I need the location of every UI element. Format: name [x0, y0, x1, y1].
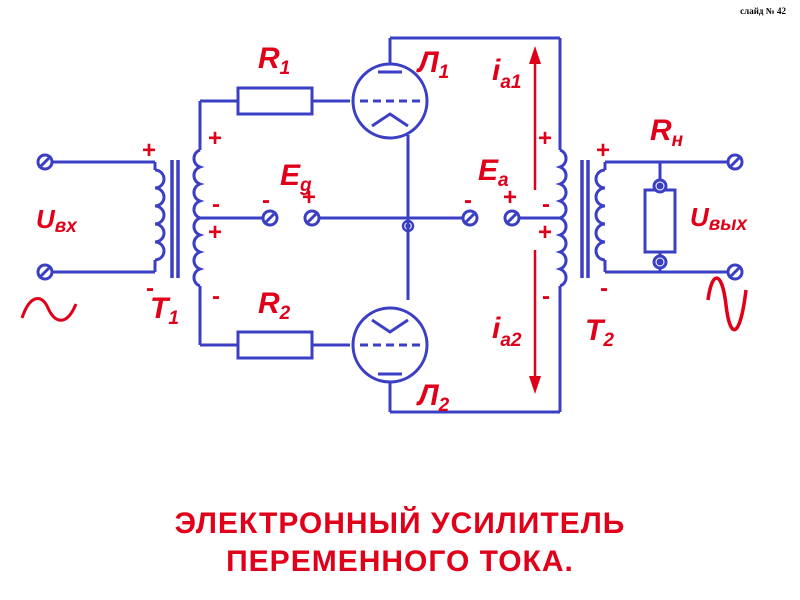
svg-text:-: -	[464, 187, 472, 214]
svg-text:-: -	[146, 275, 154, 302]
terminal-ea-minus	[461, 209, 479, 227]
svg-text:-: -	[542, 283, 550, 310]
label-t2: Т2	[585, 314, 614, 351]
wires	[45, 36, 735, 414]
svg-text:+: +	[538, 219, 552, 246]
slide-caption: ЭЛЕКТРОННЫЙ УСИЛИТЕЛЬ ПЕРЕМЕННОГО ТОКА.	[0, 505, 800, 581]
svg-text:-: -	[212, 283, 220, 310]
svg-text:-: -	[262, 187, 270, 214]
terminals	[36, 153, 744, 281]
current-arrows	[529, 46, 541, 394]
label-l2: Л2	[416, 379, 450, 416]
svg-text:+: +	[142, 137, 156, 164]
label-r1: R1	[258, 42, 290, 79]
svg-text:+: +	[208, 219, 222, 246]
label-ea: Ea	[478, 154, 509, 191]
label-ia2: ia2	[492, 312, 522, 351]
resistor-r1	[236, 86, 314, 116]
label-uin: Uвх	[36, 204, 78, 237]
svg-text:+: +	[302, 184, 316, 211]
resistor-r2	[236, 330, 314, 360]
terminal-eg-plus	[303, 209, 321, 227]
svg-text:-: -	[600, 275, 608, 302]
label-ia1: ia1	[492, 54, 521, 93]
label-t1: Т1	[150, 292, 179, 329]
svg-text:+: +	[596, 137, 610, 164]
slide-number: слайд № 42	[740, 6, 786, 16]
terminal-output-bottom	[726, 263, 744, 281]
output-signal-wave	[706, 276, 748, 332]
input-signal-wave	[20, 297, 78, 322]
terminal-load-bottom	[652, 254, 668, 270]
polarity-signs: + - + - + - - + - + + - + - + -	[142, 125, 610, 310]
load-resistor-rn	[643, 188, 677, 254]
terminal-output-top	[726, 153, 744, 171]
caption-line-1: ЭЛЕКТРОННЫЙ УСИЛИТЕЛЬ	[174, 507, 626, 540]
svg-text:-: -	[212, 191, 220, 218]
svg-text:-: -	[542, 191, 550, 218]
label-eg: Eg	[280, 159, 312, 196]
label-l1: Л1	[416, 46, 449, 83]
svg-text:+: +	[208, 125, 222, 152]
label-uout: Uвых	[690, 202, 748, 235]
junction-node	[401, 219, 415, 233]
tube-l1	[351, 62, 429, 140]
svg-text:+: +	[503, 184, 517, 211]
terminal-input-bottom	[36, 263, 54, 281]
label-rn: Rн	[650, 114, 684, 151]
terminal-load-top	[652, 178, 668, 194]
terminal-input-top	[36, 153, 54, 171]
tube-l2	[351, 306, 429, 384]
caption-line-2: ПЕРЕМЕННОГО ТОКА.	[226, 545, 574, 578]
terminal-ea-plus	[503, 209, 521, 227]
terminal-eg-minus	[261, 209, 279, 227]
label-r2: R2	[258, 287, 291, 324]
svg-text:+: +	[538, 125, 552, 152]
